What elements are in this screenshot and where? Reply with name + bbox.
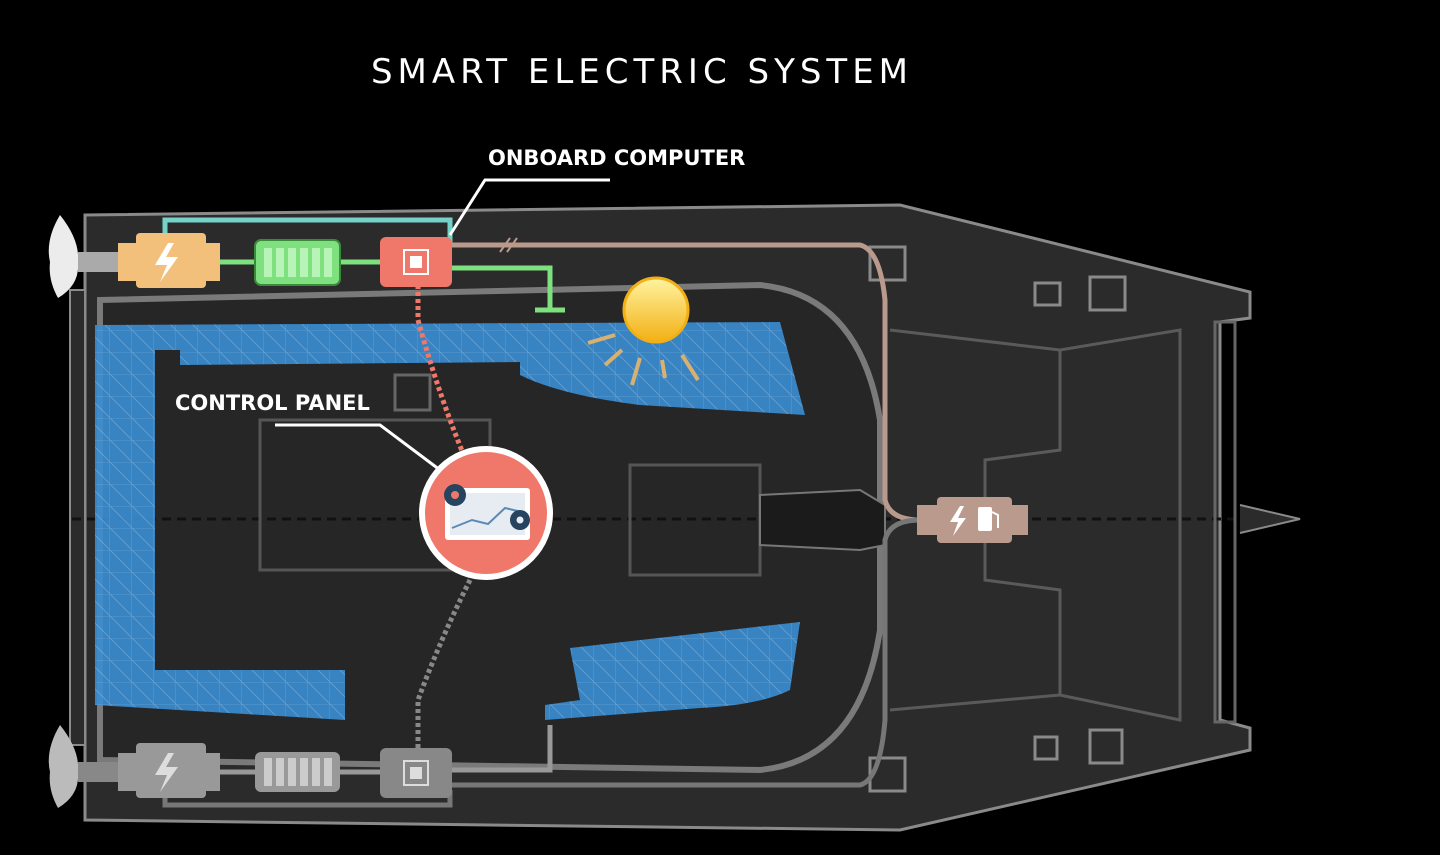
diagram-title: SMART ELECTRIC SYSTEM [370, 52, 914, 92]
battery-icon [254, 239, 341, 286]
onboard-computer-label: ONBOARD COMPUTER [488, 146, 745, 170]
fuel-icon [978, 507, 999, 531]
chip-icon [380, 237, 452, 287]
battery-icon-inactive [255, 752, 340, 792]
callout-leaders [275, 178, 610, 472]
top-propeller [48, 215, 118, 298]
bottom-propeller [48, 725, 118, 808]
gear-icon [444, 484, 530, 530]
chip-icon-inactive [380, 748, 452, 798]
generator-icon [917, 497, 1028, 543]
solar-panels [95, 322, 805, 720]
control-panel-label: CONTROL PANEL [175, 391, 370, 415]
motor-icon-inactive [118, 743, 220, 798]
sun-icon [587, 276, 700, 386]
motor-icon [118, 233, 220, 288]
control-panel-icon [419, 446, 553, 580]
